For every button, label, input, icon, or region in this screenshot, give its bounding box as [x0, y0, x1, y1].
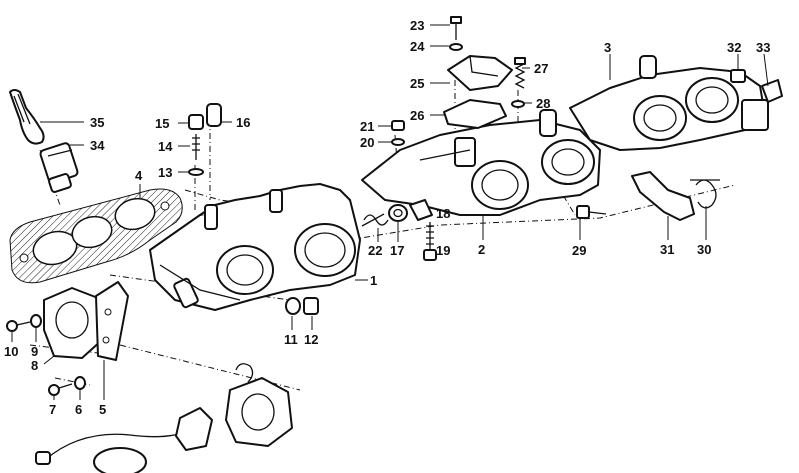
callout-32: 32 [727, 40, 741, 55]
intake-boot-part-35 [9, 89, 45, 145]
callout-23: 23 [410, 18, 424, 33]
callout-31: 31 [660, 242, 674, 257]
sensor-cable-assembly [35, 363, 293, 473]
washer-part-28 [511, 100, 525, 108]
callout-20: 20 [360, 135, 374, 150]
callout-3: 3 [604, 40, 611, 55]
sleeve-part-16 [206, 103, 222, 127]
callout-8: 8 [31, 358, 38, 373]
callout-5: 5 [99, 402, 106, 417]
callout-25: 25 [410, 76, 424, 91]
washer-part-9 [30, 314, 42, 328]
callout-18: 18 [436, 206, 450, 221]
intake-manifold-part-2 [361, 109, 601, 216]
callout-19: 19 [436, 243, 450, 258]
gasket-part-4 [9, 188, 183, 284]
callout-26: 26 [410, 108, 424, 123]
callout-16: 16 [236, 115, 250, 130]
callout-35: 35 [90, 115, 104, 130]
stud-part-29 [576, 205, 607, 219]
callout-34: 34 [90, 138, 105, 153]
washer-part-13 [188, 168, 204, 176]
callout-6: 6 [75, 402, 82, 417]
spring-part-30 [690, 179, 720, 209]
callout-17: 17 [390, 243, 404, 258]
callout-22: 22 [368, 243, 382, 258]
callout-10: 10 [4, 344, 18, 359]
spring-part-22 [361, 213, 389, 227]
connector-part-34 [39, 142, 79, 193]
screw-part-10 [6, 320, 31, 332]
callout-33: 33 [756, 40, 770, 55]
washer-part-11 [285, 297, 301, 315]
clip-part-18 [409, 199, 433, 221]
callout-labels: 35 34 4 15 14 13 16 23 24 25 26 27 28 21… [4, 18, 770, 417]
intake-manifold-part-3 [569, 55, 769, 151]
callout-12: 12 [304, 332, 318, 347]
callout-24: 24 [410, 39, 425, 54]
bolt-part-23 [450, 16, 462, 40]
spring-part-27 [514, 57, 526, 89]
leader-lines [11, 24, 769, 400]
callout-9: 9 [31, 344, 38, 359]
clip-part-33 [761, 79, 783, 103]
cap-part-15 [188, 114, 204, 130]
callout-1: 1 [370, 273, 377, 288]
bushing-part-17 [388, 204, 408, 222]
intake-manifold-part-1 [149, 183, 361, 311]
nut-part-32 [730, 69, 746, 83]
callout-15: 15 [155, 116, 169, 131]
cover-part-25 [447, 55, 513, 91]
washer-part-20 [391, 138, 405, 146]
callout-4: 4 [135, 168, 143, 183]
callout-14: 14 [158, 139, 173, 154]
callout-2: 2 [478, 242, 485, 257]
throttle-switch-part-8 [43, 287, 103, 359]
callout-11: 11 [284, 332, 298, 347]
callout-21: 21 [360, 119, 374, 134]
screw-part-7 [48, 383, 73, 396]
callout-30: 30 [697, 242, 711, 257]
callout-29: 29 [572, 243, 586, 258]
washer-part-6 [74, 376, 86, 390]
callout-13: 13 [158, 165, 172, 180]
nut-part-21 [391, 120, 405, 131]
washer-part-24 [449, 43, 463, 51]
callout-27: 27 [534, 61, 548, 76]
bolt-part-19 [423, 222, 437, 261]
nut-part-12 [303, 297, 319, 315]
valve-part-14 [192, 134, 200, 160]
bracket-part-5 [95, 281, 129, 361]
callout-28: 28 [536, 96, 550, 111]
bracket-part-31 [631, 171, 695, 221]
gasket-part-26 [443, 99, 507, 129]
callout-7: 7 [49, 402, 56, 417]
